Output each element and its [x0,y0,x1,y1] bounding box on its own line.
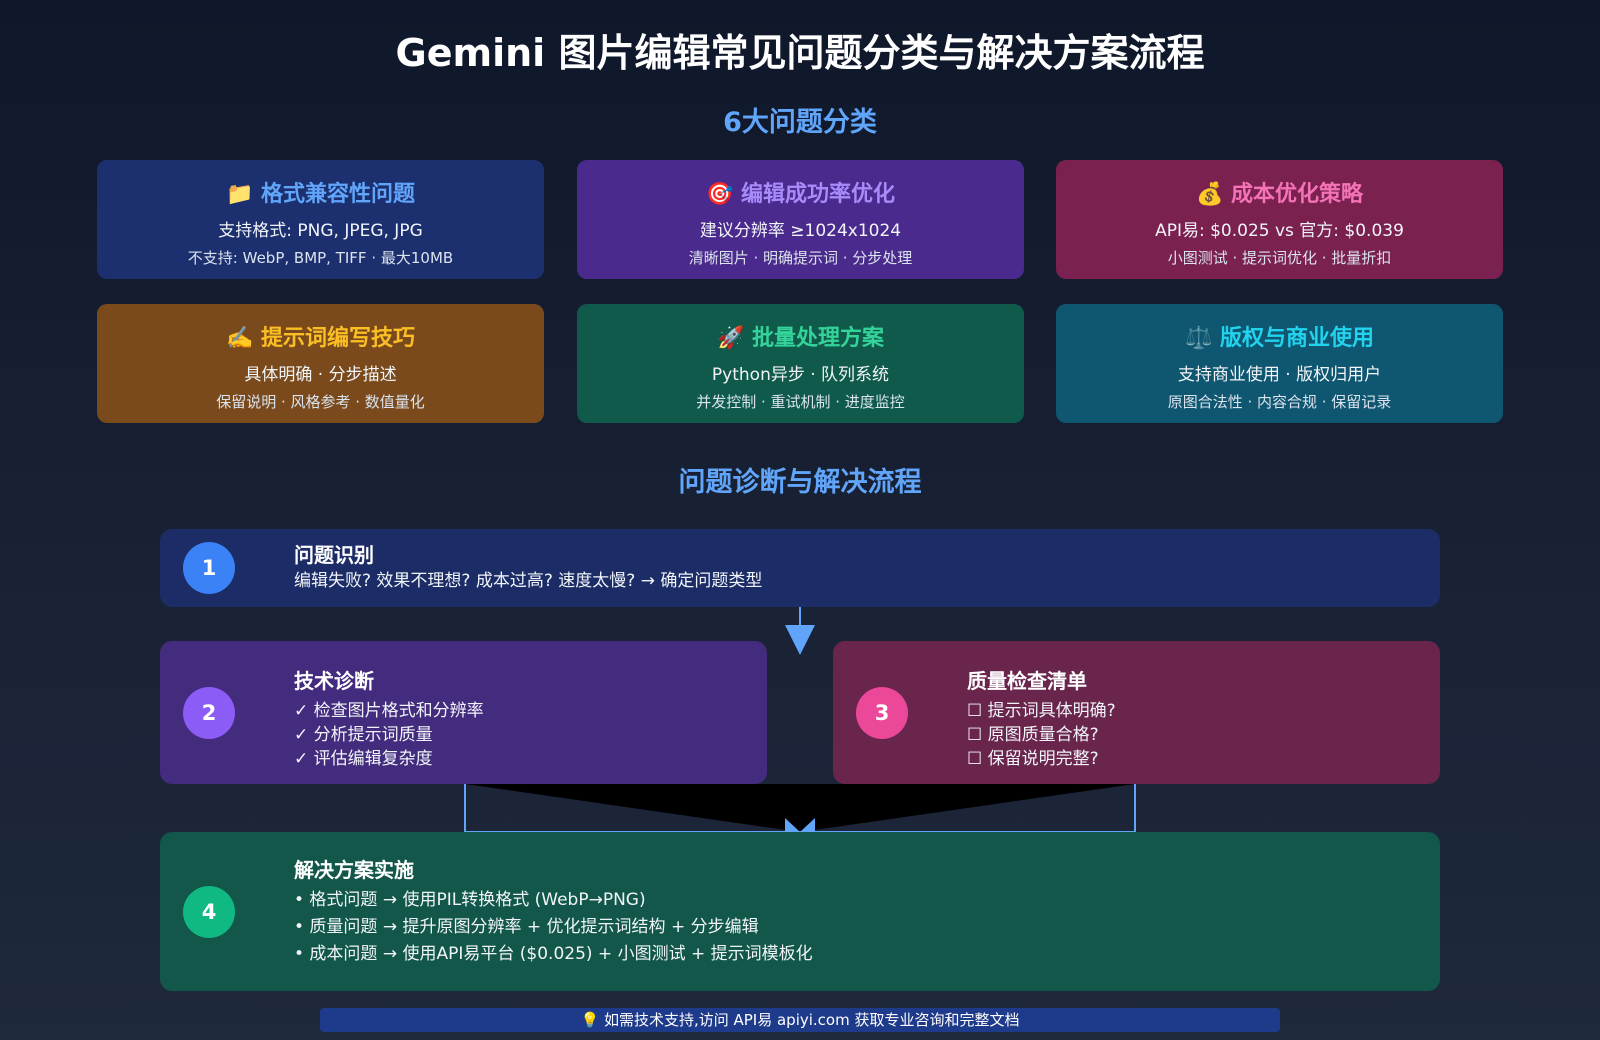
category-line2: 原图合法性 · 内容合规 · 保留记录 [1167,393,1392,411]
category-title: 版权与商业使用 [1220,326,1375,351]
step-title: 质量检查清单 [967,669,1087,693]
section-title-flow: 问题诊断与解决流程 [678,467,922,498]
flow-step-3: 3 质量检查清单 ☐ 提示词具体明确? ☐ 原图质量合格? ☐ 保留说明完整? [833,641,1440,784]
flow-step-2: 2 技术诊断 ✓ 检查图片格式和分辨率 ✓ 分析提示词质量 ✓ 评估编辑复杂度 [160,641,767,784]
arrow-head-down-icon [785,625,815,655]
category-line1: API易: $0.025 vs 官方: $0.039 [1155,221,1404,241]
step-line: • 质量问题 → 提升原图分辨率 + 优化提示词结构 + 分步编辑 [294,917,759,937]
step-line: ☐ 保留说明完整? [967,749,1099,769]
category-line1: 支持商业使用 · 版权归用户 [1177,365,1382,385]
category-line2: 并发控制 · 重试机制 · 进度监控 [696,393,905,411]
step-title: 技术诊断 [294,669,374,693]
step-line: ✓ 分析提示词质量 [294,725,433,745]
category-card: 💰 成本优化策略 API易: $0.025 vs 官方: $0.039 小图测试… [1056,160,1503,279]
step-number-badge: 2 [183,686,235,739]
category-line1: 具体明确 · 分步描述 [244,365,397,385]
step-number-badge: 4 [183,885,235,938]
step-line: ☐ 原图质量合格? [967,725,1099,745]
step-number-badge: 1 [183,542,235,594]
step-line: • 格式问题 → 使用PIL转换格式 (WebP→PNG) [294,890,646,910]
category-title: 成本优化策略 [1231,182,1364,207]
step-line: ✓ 评估编辑复杂度 [294,749,433,769]
flow-step-1: 1 问题识别编辑失败? 效果不理想? 成本过高? 速度太慢? → 确定问题类型 [160,529,1440,607]
category-line2: 清晰图片 · 明确提示词 · 分步处理 [688,249,913,267]
step-line: ☐ 提示词具体明确? [967,701,1116,721]
category-card: ✍️ 提示词编写技巧 具体明确 · 分步描述 保留说明 · 风格参考 · 数值量… [97,304,544,423]
category-icon: 💰 [1195,182,1224,207]
category-card: 📁 格式兼容性问题 支持格式: PNG, JPEG, JPG 不支持: WebP… [97,160,544,279]
step-title: 解决方案实施 [294,858,414,882]
category-title: 格式兼容性问题 [261,182,416,207]
category-title: 批量处理方案 [752,326,885,351]
page-title: Gemini 图片编辑常见问题分类与解决方案流程 [395,31,1205,75]
flow-step-4: 4 解决方案实施 • 格式问题 → 使用PIL转换格式 (WebP→PNG) • 质… [160,832,1440,991]
merge-shape [465,784,1135,832]
category-icon: 📁 [225,182,254,207]
category-line1: 建议分辨率 ≥1024x1024 [699,221,902,241]
category-card: 🎯 编辑成功率优化 建议分辨率 ≥1024x1024 清晰图片 · 明确提示词 … [577,160,1024,279]
category-line2: 小图测试 · 提示词优化 · 批量折扣 [1167,249,1392,267]
category-line1: Python异步 · 队列系统 [711,365,890,385]
step-line: 编辑失败? 效果不理想? 成本过高? 速度太慢? → 确定问题类型 [294,571,763,591]
category-icon: 🎯 [705,182,734,207]
category-icon: 🚀 [716,326,745,351]
category-card: ⚖️ 版权与商业使用 支持商业使用 · 版权归用户 原图合法性 · 内容合规 ·… [1056,304,1503,423]
section-title-categories: 6大问题分类 [723,107,877,138]
category-icon: ✍️ [225,326,254,351]
category-line1: 支持格式: PNG, JPEG, JPG [218,221,423,241]
step-line: ✓ 检查图片格式和分辨率 [294,701,484,721]
category-title: 编辑成功率优化 [741,182,896,207]
footer-note: 💡 如需技术支持,访问 API易 apiyi.com 获取专业咨询和完整文档 [320,1008,1280,1032]
category-title: 提示词编写技巧 [261,326,416,351]
category-card: 🚀 批量处理方案 Python异步 · 队列系统 并发控制 · 重试机制 · 进… [577,304,1024,423]
step-line: • 成本问题 → 使用API易平台 ($0.025) + 小图测试 + 提示词模… [294,944,813,964]
step-number-badge: 3 [856,686,908,739]
category-icon: ⚖️ [1184,326,1213,351]
category-line2: 不支持: WebP, BMP, TIFF · 最大10MB [187,249,454,267]
step-title: 问题识别 [294,543,374,567]
category-line2: 保留说明 · 风格参考 · 数值量化 [216,393,425,411]
